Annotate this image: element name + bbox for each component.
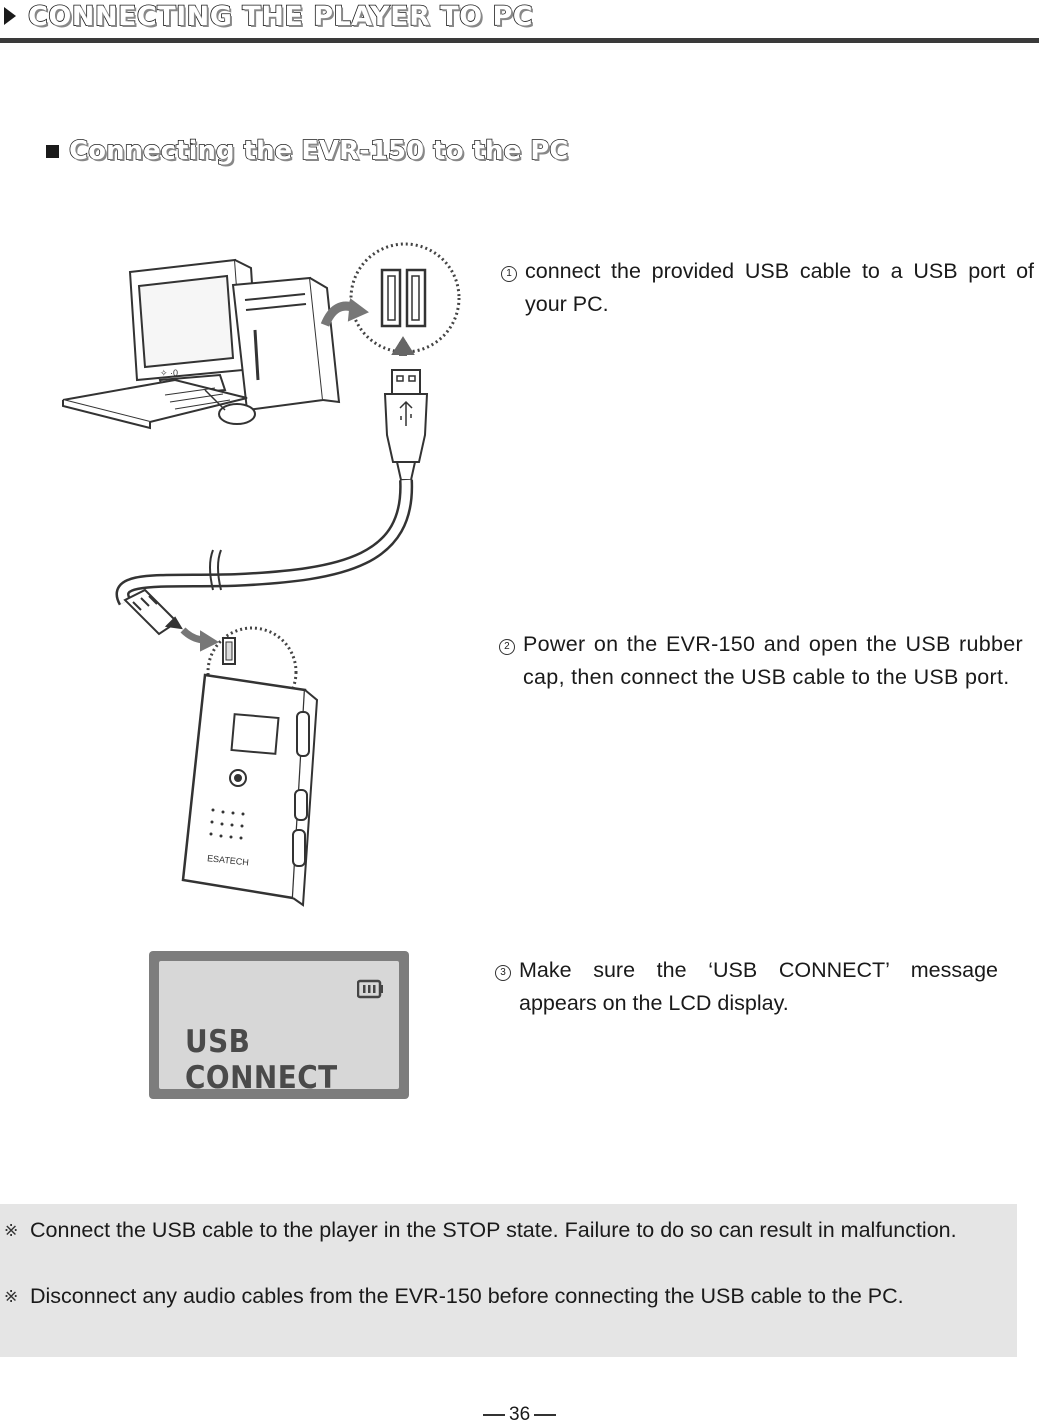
section-heading: Connecting the EVR-150 to the PC bbox=[46, 135, 569, 167]
svg-text:ESATECH: ESATECH bbox=[207, 853, 250, 867]
step-number-2: 2 bbox=[499, 639, 515, 655]
step-1-text: connect the provided USB cable to a USB … bbox=[525, 259, 1034, 316]
reference-mark-icon: ※ bbox=[4, 1221, 19, 1240]
note-text: Disconnect any audio cables from the EVR… bbox=[30, 1284, 904, 1308]
usb-port-zoom bbox=[320, 242, 461, 354]
pc-usb-player-illustration: ✧ ·0 bbox=[62, 242, 461, 907]
mouse-icon bbox=[218, 403, 256, 425]
play-arrow-icon bbox=[4, 7, 16, 25]
page-number: 36 bbox=[479, 1404, 560, 1426]
lcd-display: USB CONNECT bbox=[149, 951, 409, 1099]
lcd-screen: USB CONNECT bbox=[159, 961, 399, 1096]
evr150-player-icon: ESATECH bbox=[181, 673, 319, 907]
lcd-message: USB CONNECT bbox=[185, 1024, 338, 1096]
page-number-value: 36 bbox=[509, 1404, 531, 1425]
section-title: Connecting the EVR-150 to the PC bbox=[68, 135, 569, 167]
note-item: ※ Connect the USB cable to the player in… bbox=[4, 1214, 992, 1247]
step-2-text: Power on the EVR-150 and open the USB ru… bbox=[523, 632, 1023, 689]
step-3: 3 Make sure the ‘USB CONNECT’ message ap… bbox=[495, 954, 998, 1020]
dash-decoration bbox=[534, 1414, 557, 1416]
battery-icon bbox=[357, 979, 383, 999]
step-number-1: 1 bbox=[501, 266, 517, 282]
step-number-3: 3 bbox=[495, 965, 511, 981]
header-divider bbox=[0, 38, 1039, 43]
note-text: Connect the USB cable to the player in t… bbox=[30, 1218, 957, 1242]
square-bullet-icon bbox=[46, 144, 59, 158]
step-3-text: Make sure the ‘USB CONNECT’ message appe… bbox=[519, 958, 998, 1015]
mini-usb-plug-icon bbox=[123, 588, 220, 652]
dash-decoration bbox=[483, 1414, 505, 1416]
page-header: CONNECTING THE PLAYER TO PC bbox=[0, 0, 1039, 46]
reference-mark-icon: ※ bbox=[4, 1287, 19, 1306]
step-2: 2 Power on the EVR-150 and open the USB … bbox=[499, 628, 1023, 694]
step-1: 1 connect the provided USB cable to a US… bbox=[501, 255, 1034, 321]
page-title: CONNECTING THE PLAYER TO PC bbox=[27, 0, 534, 33]
keyboard-icon bbox=[62, 378, 248, 430]
usb-plug-icon bbox=[383, 369, 429, 481]
notes-box: ※ Connect the USB cable to the player in… bbox=[0, 1204, 1017, 1357]
note-item: ※ Disconnect any audio cables from the E… bbox=[4, 1280, 992, 1313]
svg-text:✧ ·0: ✧ ·0 bbox=[160, 368, 178, 378]
pc-tower-icon bbox=[231, 276, 341, 412]
